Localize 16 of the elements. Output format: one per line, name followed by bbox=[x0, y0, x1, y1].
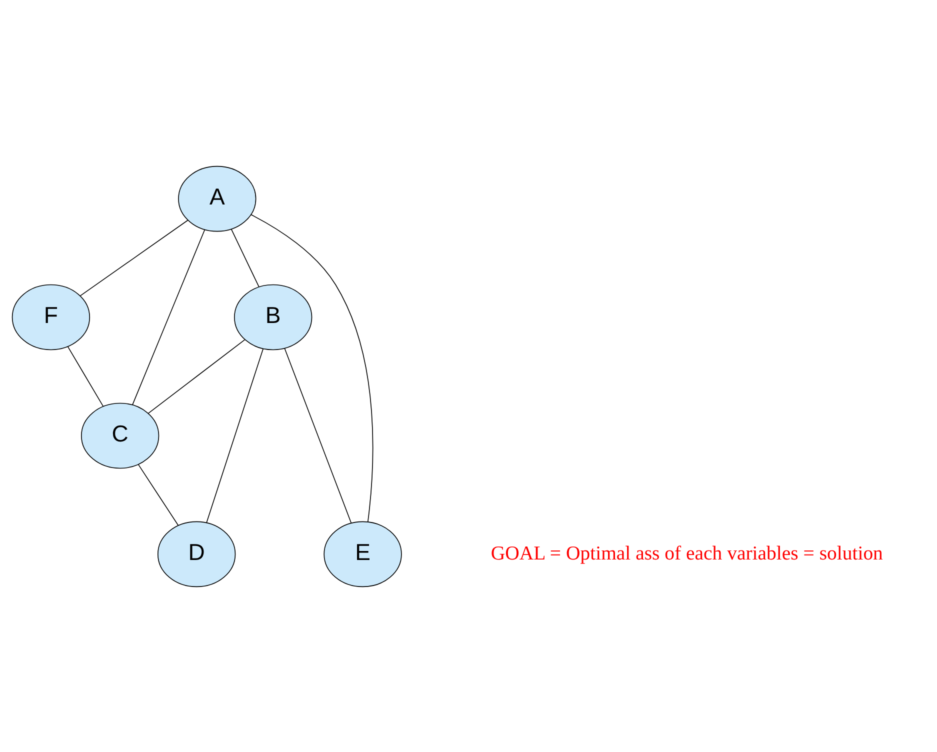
connector bbox=[138, 464, 179, 526]
node-ellipse: A bbox=[178, 165, 256, 232]
node-ellipse: E bbox=[324, 520, 402, 587]
connector bbox=[284, 347, 352, 523]
connector bbox=[80, 219, 188, 296]
node-ellipse: C bbox=[81, 402, 160, 468]
label: GOAL = Optimal ass of each variables = solution bbox=[490, 542, 883, 564]
node-ellipse: D bbox=[158, 520, 236, 587]
connector bbox=[148, 338, 246, 414]
connector bbox=[250, 214, 374, 522]
connector bbox=[67, 346, 104, 406]
node-ellipse: F bbox=[12, 284, 90, 350]
connector bbox=[230, 228, 260, 287]
node-ellipse: B bbox=[234, 284, 312, 350]
connector bbox=[132, 228, 206, 405]
connector bbox=[206, 348, 264, 523]
